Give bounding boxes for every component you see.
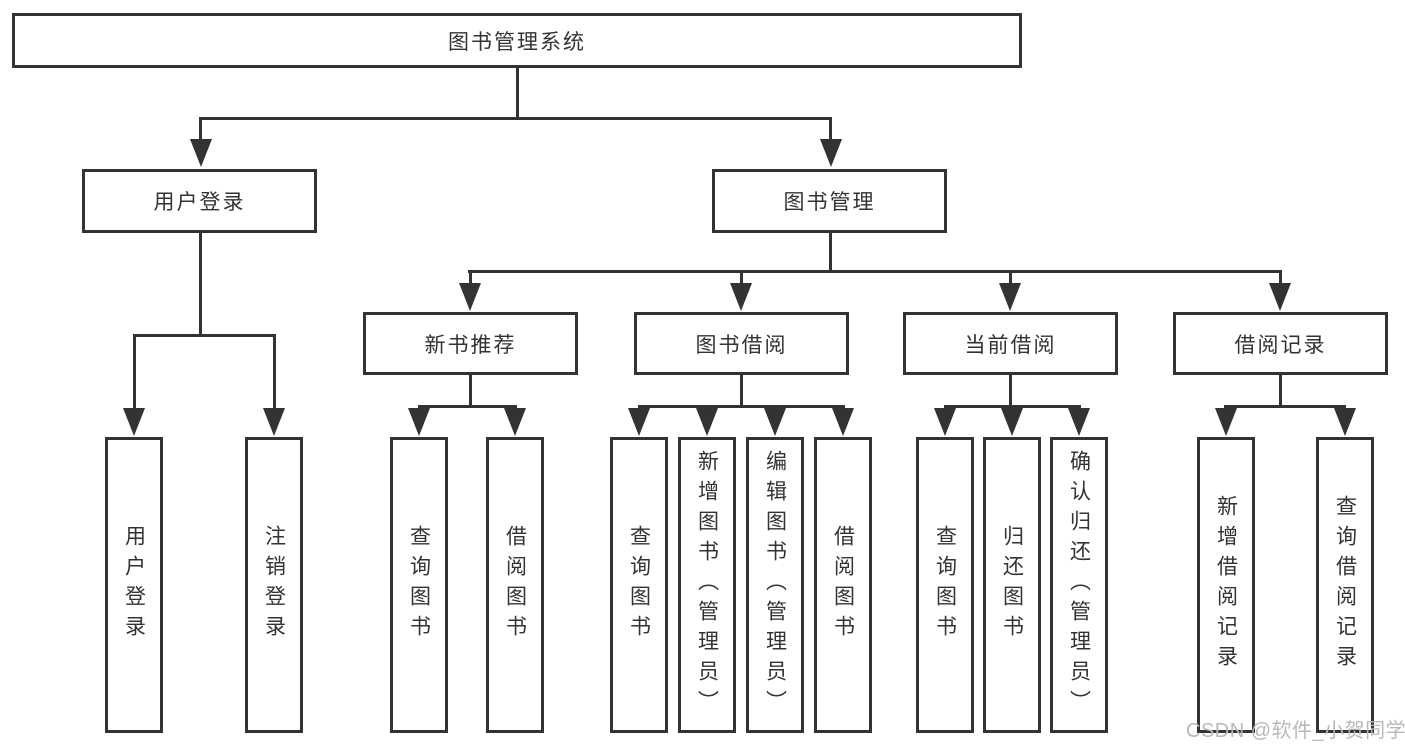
leaf-query-books-recommend: 查询图书 [390, 437, 448, 733]
connector-stub [273, 336, 276, 409]
arrowhead-down-icon [999, 283, 1021, 311]
connector-new-books-drop [469, 372, 472, 407]
node-label: 新增图书（管理员） [695, 450, 719, 720]
connector-level2-bar [199, 117, 832, 120]
arrowhead-down-icon [190, 139, 212, 167]
arrowhead-down-icon [696, 408, 718, 436]
arrowhead-down-icon [1068, 408, 1090, 436]
leaf-edit-books-admin: 编辑图书（管理员） [746, 437, 804, 733]
node-label: 归还图书 [1000, 525, 1024, 645]
connector-user-login-drop [199, 231, 202, 336]
connector-stub [1009, 272, 1012, 284]
node-book-management: 图书管理 [712, 169, 947, 233]
arrowhead-down-icon [730, 283, 752, 311]
node-library-system: 图书管理系统 [12, 13, 1022, 68]
leaf-add-borrow-record: 新增借阅记录 [1197, 437, 1255, 733]
arrowhead-down-icon [1001, 408, 1023, 436]
connector-current-borrow-drop [1009, 372, 1012, 407]
node-label: 编辑图书（管理员） [763, 450, 787, 720]
arrowhead-down-icon [459, 283, 481, 311]
leaf-add-books-admin: 新增图书（管理员） [678, 437, 736, 733]
arrowhead-down-icon [1215, 408, 1237, 436]
node-label: 用户登录 [122, 525, 146, 645]
leaf-return-books: 归还图书 [983, 437, 1041, 733]
node-label: 查询图书 [627, 525, 651, 645]
node-label: 注销登录 [262, 525, 286, 645]
arrowhead-down-icon [123, 408, 145, 436]
connector-stub [740, 272, 743, 284]
node-label: 借阅图书 [503, 525, 527, 645]
node-borrowing-records: 借阅记录 [1173, 312, 1388, 375]
connector-stub [829, 119, 832, 140]
connector-book-borrow-bar [638, 405, 845, 408]
connector-borrow-records-drop [1279, 372, 1282, 407]
leaf-query-books-current: 查询图书 [916, 437, 974, 733]
leaf-query-books-borrow: 查询图书 [610, 437, 668, 733]
connector-stub [133, 336, 136, 409]
arrowhead-down-icon [504, 408, 526, 436]
node-user-login: 用户登录 [82, 169, 317, 233]
arrowhead-down-icon [1269, 283, 1291, 311]
node-label: 借阅图书 [831, 525, 855, 645]
arrowhead-down-icon [628, 408, 650, 436]
node-label: 图书管理 [783, 191, 876, 214]
connector-book-mgmt-drop [829, 231, 832, 272]
arrowhead-down-icon [934, 408, 956, 436]
node-new-book-recommendation: 新书推荐 [363, 312, 578, 375]
node-label: 查询图书 [933, 525, 957, 645]
arrowhead-down-icon [408, 408, 430, 436]
arrowhead-down-icon [263, 408, 285, 436]
connector-level3-bar [468, 270, 1282, 273]
node-label: 当前借阅 [964, 333, 1057, 357]
node-label: 查询图书 [407, 525, 431, 645]
arrowhead-down-icon [820, 139, 842, 167]
node-current-borrowing: 当前借阅 [903, 312, 1118, 375]
arrowhead-down-icon [832, 408, 854, 436]
connector-stub [469, 272, 472, 284]
leaf-logout: 注销登录 [245, 437, 303, 733]
node-label: 新增借阅记录 [1214, 495, 1238, 675]
connector-stub [1279, 272, 1282, 284]
node-label: 图书借阅 [695, 333, 788, 357]
node-label: 查询借阅记录 [1333, 495, 1357, 675]
connector-user-login-bar [133, 334, 276, 337]
arrowhead-down-icon [1334, 408, 1356, 436]
node-label: 借阅记录 [1234, 333, 1327, 357]
leaf-query-borrow-record: 查询借阅记录 [1316, 437, 1374, 733]
leaf-borrow-books-recommend: 借阅图书 [486, 437, 544, 733]
leaf-borrow-books: 借阅图书 [814, 437, 872, 733]
node-book-borrowing: 图书借阅 [634, 312, 849, 375]
leaf-confirm-return-admin: 确认归还（管理员） [1050, 437, 1108, 733]
node-label: 图书管理系统 [448, 30, 586, 54]
connector-new-books-bar [418, 405, 517, 408]
leaf-user-login: 用户登录 [105, 437, 163, 733]
connector-stub [199, 119, 202, 140]
connector-borrow-records-bar [1224, 405, 1346, 408]
node-label: 确认归还（管理员） [1067, 450, 1091, 720]
connector-current-borrow-bar [944, 405, 1081, 408]
arrowhead-down-icon [764, 408, 786, 436]
node-label: 新书推荐 [424, 333, 517, 357]
csdn-watermark: CSDN @软件_小贺同学 [1186, 720, 1405, 742]
connector-book-borrow-drop [740, 372, 743, 407]
connector-root-drop [516, 66, 519, 119]
node-label: 用户登录 [153, 191, 246, 214]
